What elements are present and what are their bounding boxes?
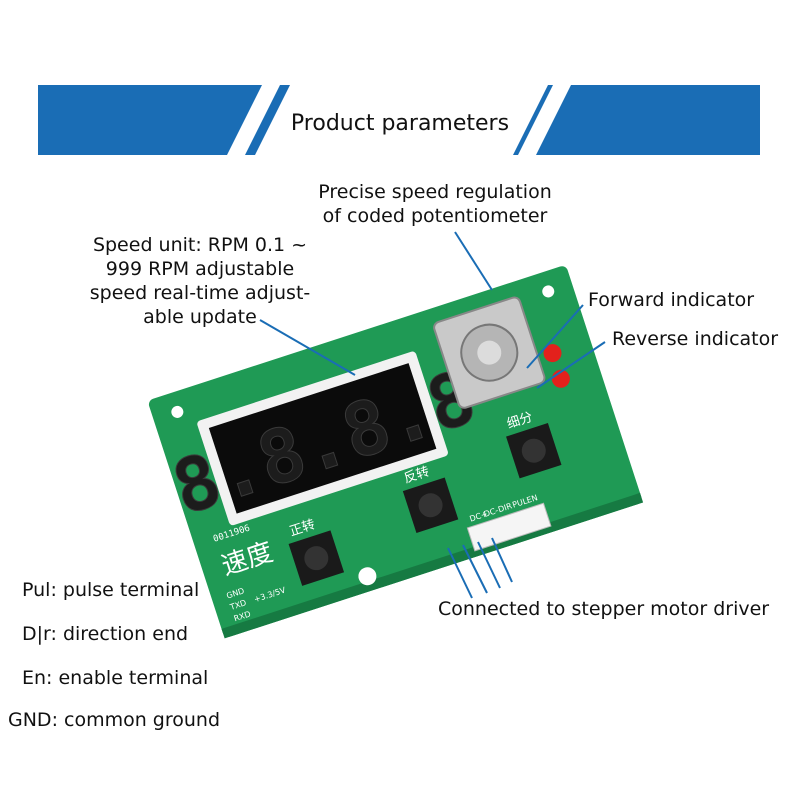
callout-speed-line-3: speed real-time adjust- — [89, 282, 311, 304]
forward-led — [543, 344, 562, 363]
callout-driver: Connected to stepper motor driver — [438, 598, 770, 620]
callout-speed-line-4: able update — [143, 306, 257, 328]
mount-hole — [542, 285, 555, 298]
terminal-gnd: GND: common ground — [8, 709, 221, 731]
callout-line-forward — [526, 304, 584, 369]
callout-forward: Forward indicator — [588, 289, 755, 311]
header-connector — [466, 502, 552, 552]
callout-potentiometer: Precise speed regulation of coded potent… — [305, 180, 565, 228]
banner-title: Product parameters — [291, 111, 509, 136]
callout-line-driver-4 — [491, 537, 513, 583]
callout-line-reverse — [536, 341, 606, 389]
fine-button-cap — [521, 438, 546, 463]
callout-reverse: Reverse indicator — [612, 328, 779, 350]
callout-line-driver-3 — [477, 541, 501, 589]
potentiometer-shaft — [477, 340, 502, 365]
callout-line-potentiometer — [454, 231, 493, 291]
callout-speed-line-1: Speed unit: RPM 0.1 ~ — [92, 234, 308, 256]
mount-hole — [171, 405, 184, 418]
mount-hole — [358, 567, 377, 586]
callout-line-driver-2 — [462, 544, 488, 594]
callout-line-driver-1 — [447, 547, 473, 599]
header-label: DC- — [483, 506, 500, 519]
banner-right-stripe — [518, 85, 571, 155]
banner-left-band — [38, 85, 290, 155]
terminal-dir: D|r: direction end — [22, 623, 189, 645]
pcb: 8.8.8.8 速度 正转 反转 细分 0011906 GND TXD RXD … — [148, 266, 644, 639]
terminal-pul: Pul: pulse terminal — [22, 579, 200, 601]
display-panel — [208, 363, 437, 514]
callout-speed-unit: Speed unit: RPM 0.1 ~ 999 RPM adjustable… — [75, 233, 325, 329]
callout-speed-line-2: 999 RPM adjustable — [105, 258, 295, 280]
header-label: EN — [526, 493, 539, 505]
title-banner: Product parameters — [38, 85, 760, 155]
header-label: DIR — [497, 501, 514, 514]
callout-line-speed — [259, 319, 356, 376]
callout-potentiometer-line-2: of coded potentiometer — [322, 205, 548, 227]
forward-button-cap — [304, 546, 329, 571]
banner-left-stripe — [227, 85, 280, 155]
terminal-en: En: enable terminal — [22, 667, 209, 689]
callout-potentiometer-line-1: Precise speed regulation — [318, 181, 552, 203]
reverse-button-cap — [418, 493, 443, 518]
banner-right-band — [513, 85, 760, 155]
